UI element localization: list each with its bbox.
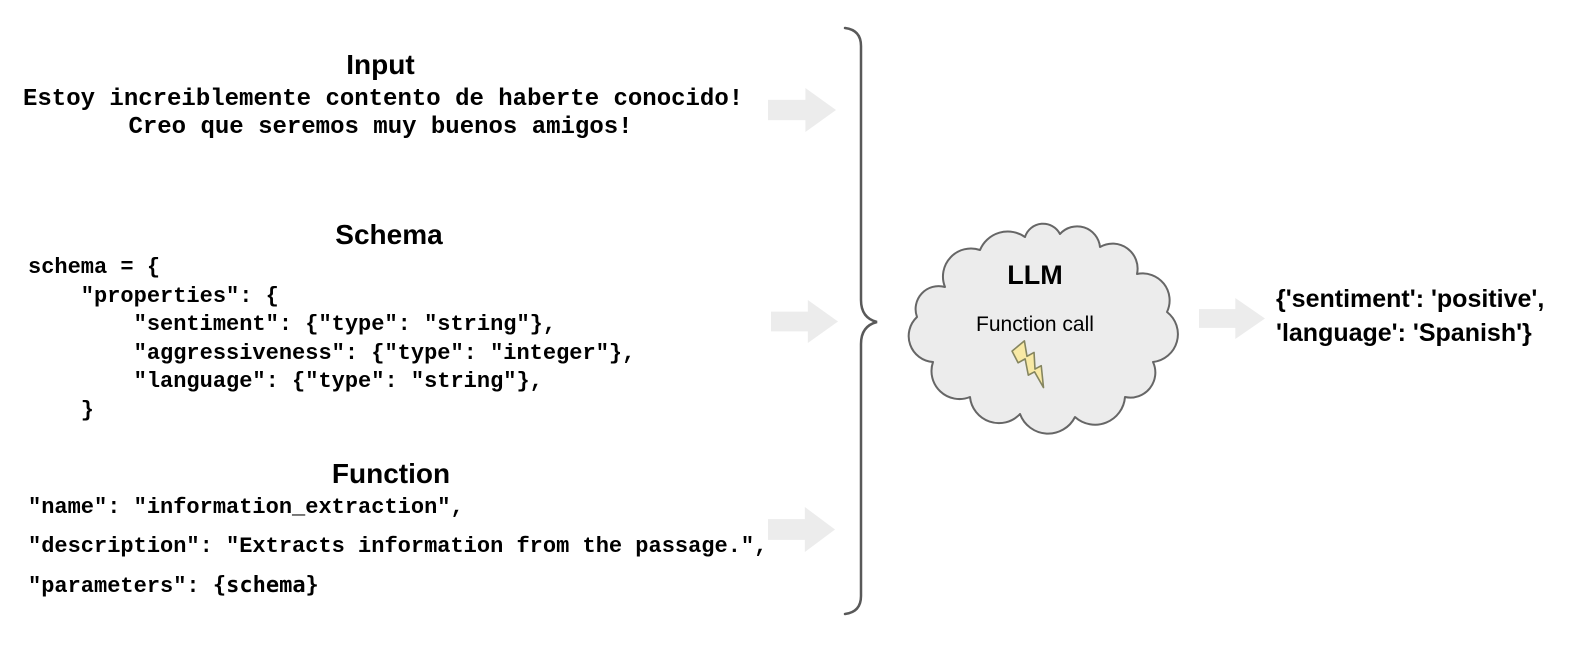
lightning-bolt-icon (1011, 340, 1045, 389)
function-heading: Function (331, 458, 451, 489)
arrow-input-icon (768, 88, 836, 132)
input-line-1: Estoy increiblemente contento de haberte… (23, 86, 744, 113)
input-text: Estoy increiblemente contento de haberte… (23, 86, 743, 142)
arrow-output-icon (1199, 298, 1265, 339)
input-heading: Input (346, 49, 415, 80)
input-line-2: Creo que seremos muy buenos amigos! (128, 114, 633, 141)
schema-code: schema = { "properties": { "sentiment": … (28, 255, 636, 423)
function-parameters-schema-ref: {schema} (212, 573, 319, 598)
llm-subtitle: Function call (976, 313, 1094, 336)
input-section: Input Estoy increiblemente contento de h… (23, 49, 743, 142)
function-section: Function "name": "information_extraction… (23, 458, 768, 613)
arrow-schema-icon (771, 300, 838, 343)
output-result: {'sentiment': 'positive', 'language': 'Sp… (1276, 282, 1544, 350)
function-line-parameters: "parameters": {schema} (28, 573, 759, 600)
schema-section: Schema schema = { "properties": { "senti… (23, 220, 755, 425)
output-line-2: 'language': 'Spanish'} (1276, 319, 1532, 347)
llm-title: LLM (1007, 260, 1063, 290)
llm-cloud-shape (907, 222, 1179, 435)
schema-heading: Schema (335, 219, 443, 250)
function-parameters-prefix: "parameters": (28, 574, 213, 599)
output-line-1: {'sentiment': 'positive', (1276, 285, 1545, 313)
function-line-name: "name": "information_extraction", (28, 495, 464, 520)
arrow-function-icon (768, 507, 835, 552)
function-line-description: "description": "Extracts information fro… (28, 534, 768, 559)
curly-brace-icon (843, 26, 878, 616)
